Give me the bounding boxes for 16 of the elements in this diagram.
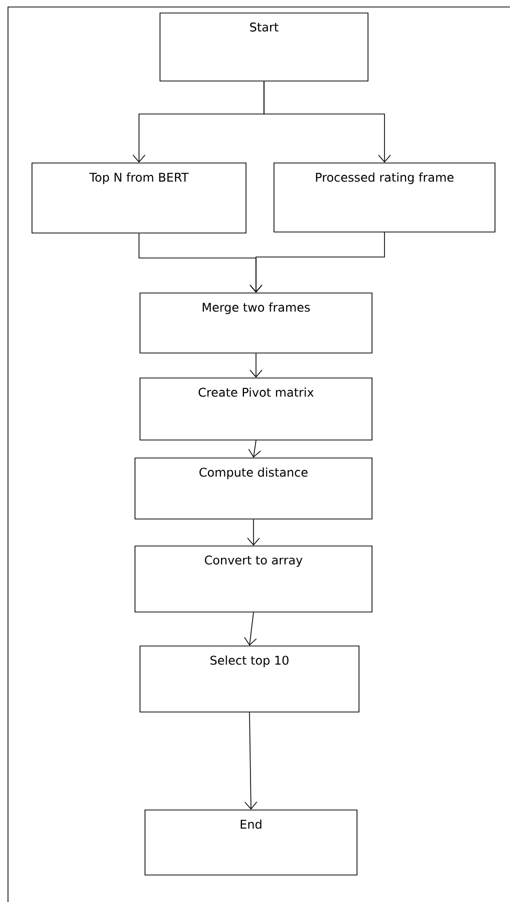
arrow <box>247 519 260 546</box>
process-box: Convert to array <box>134 546 372 612</box>
process-box: Processed rating frame <box>274 162 496 232</box>
arrow <box>264 81 391 163</box>
arrow <box>244 712 258 810</box>
process-box: Start <box>160 12 368 82</box>
arrow <box>250 232 385 293</box>
process-box: End <box>144 810 358 876</box>
process-box: Select top 10 <box>140 646 360 712</box>
process-box: Compute distance <box>134 458 372 520</box>
arrow <box>248 440 261 458</box>
process-box: Create Pivot matrix <box>140 378 372 440</box>
process-box: Merge two frames <box>140 292 372 354</box>
arrow <box>250 353 262 378</box>
arrow <box>244 612 257 646</box>
process-box: Top N from BERT <box>32 162 246 234</box>
